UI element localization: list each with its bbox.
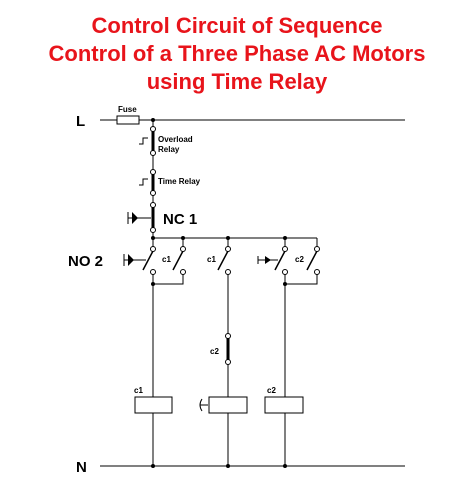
nc1-actuator-icon	[132, 212, 138, 224]
diagram-title: Control Circuit of Sequence Control of a…	[0, 12, 474, 96]
contact-c1-label-2: c1	[207, 255, 216, 264]
line-label: L	[76, 113, 85, 130]
contact-c2-label-2: c2	[210, 347, 219, 356]
overload-label-line2: Relay	[158, 145, 180, 154]
fuse-label: Fuse	[118, 105, 137, 114]
nc1-label: NC 1	[163, 211, 197, 228]
title-line-1: Control Circuit of Sequence	[91, 13, 383, 38]
coil-c1-label: c1	[134, 386, 143, 395]
terminal-points	[150, 126, 320, 365]
c2-holding-contact	[306, 250, 318, 271]
contact-c1-label-1: c1	[162, 255, 171, 264]
title-line-3: using Time Relay	[146, 69, 328, 94]
time-relay-label: Time Relay	[158, 177, 201, 186]
time-relay-actuator-icon	[265, 256, 271, 264]
no2-push-button	[123, 250, 154, 271]
c1-branch2-contact	[217, 250, 229, 271]
time-relay-no-contact	[257, 250, 286, 271]
neutral-label: N	[76, 459, 87, 476]
title-line-2: Control of a Three Phase AC Motors	[48, 41, 426, 66]
overload-label-line1: Overload	[158, 135, 193, 144]
c1-holding-contact	[172, 250, 184, 271]
coil-c2-label: c2	[267, 386, 276, 395]
coil-c1	[134, 396, 173, 414]
nc1-push-button	[127, 207, 155, 228]
fuse-symbol	[116, 115, 140, 125]
coil-time-relay	[208, 396, 248, 414]
coil-c2	[264, 396, 304, 414]
no2-actuator-icon	[128, 254, 134, 266]
overload-relay-contact	[139, 131, 155, 151]
contact-c2-label-1: c2	[295, 255, 304, 264]
time-relay-coil-symbol	[199, 398, 208, 412]
junction-dots	[151, 118, 287, 468]
no2-label: NO 2	[68, 253, 103, 270]
time-relay-contact	[139, 174, 155, 191]
